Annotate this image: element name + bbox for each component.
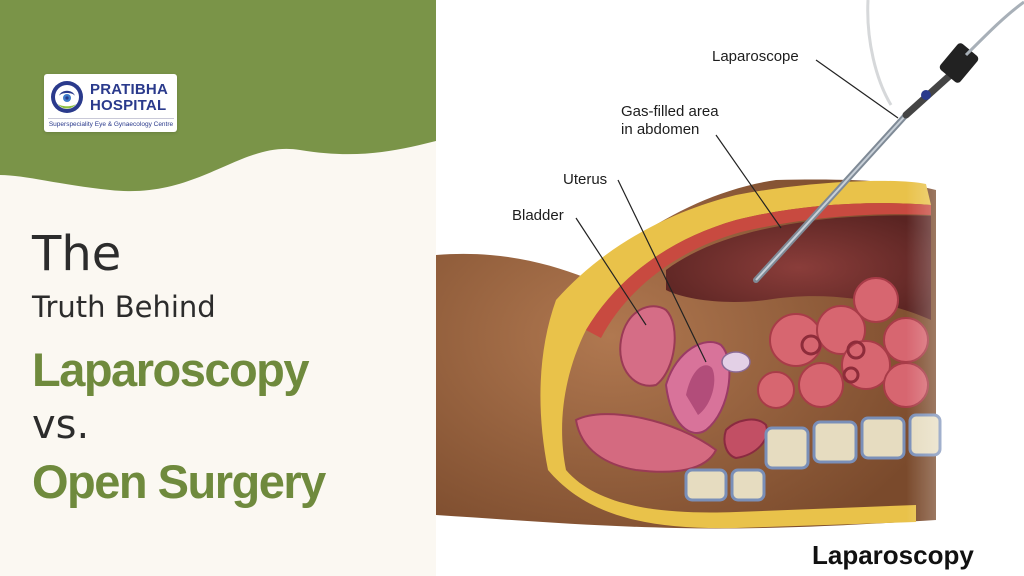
label-gas-filled-area: Gas-filled area in abdomen <box>621 103 719 139</box>
headline-line-2: Truth Behind <box>32 290 216 324</box>
laparoscopy-illustration <box>436 0 1024 576</box>
label-gas-line2: in abdomen <box>621 121 700 138</box>
hospital-name-line1: PRATIBHA <box>90 81 168 98</box>
headline-open-surgery: Open Surgery <box>32 455 326 508</box>
headline-laparoscopy: Laparoscopy <box>32 343 310 396</box>
hospital-tagline: Superspeciality Eye & Gynaecology Centre <box>48 118 174 128</box>
label-uterus: Uterus <box>563 171 608 188</box>
label-laparoscope: Laparoscope <box>712 48 799 65</box>
hospital-name-line2: HOSPITAL <box>90 97 167 114</box>
hospital-emblem-icon <box>51 81 83 113</box>
hospital-name: PRATIBHA HOSPITAL <box>90 82 168 114</box>
hospital-logo[interactable]: PRATIBHA HOSPITAL Superspeciality Eye & … <box>44 74 177 132</box>
green-header-shape <box>0 0 440 192</box>
headline-line-1: The <box>32 226 122 282</box>
label-bladder: Bladder <box>512 207 564 224</box>
illustration-caption: Laparoscopy <box>812 540 974 570</box>
label-gas-line1: Gas-filled area <box>621 103 719 120</box>
headline-vs: vs. <box>32 402 90 448</box>
